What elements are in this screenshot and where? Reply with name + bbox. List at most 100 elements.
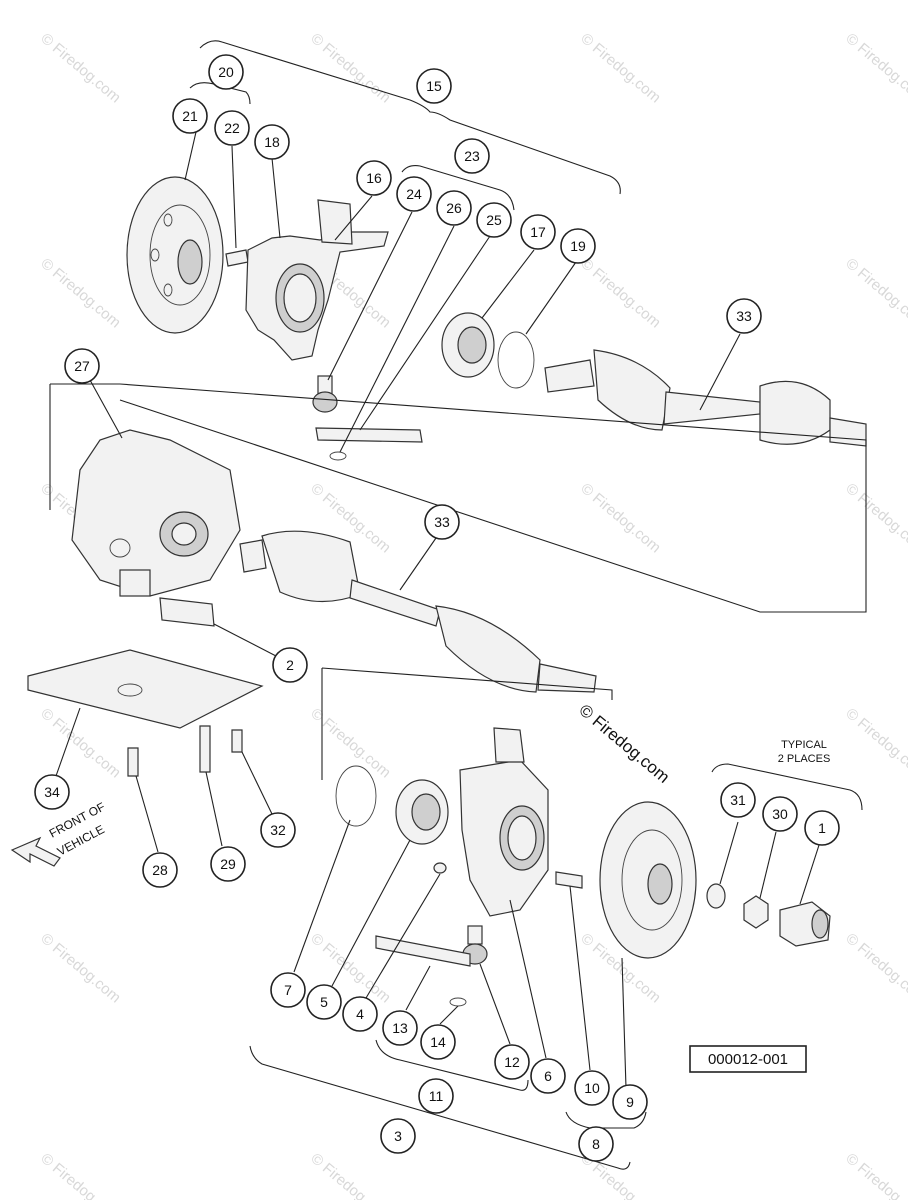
bolt-28 bbox=[127, 747, 139, 777]
svg-text:20: 20 bbox=[218, 64, 234, 80]
watermark: © Firedog.com bbox=[842, 255, 908, 331]
skid-plate bbox=[27, 649, 264, 729]
figure-id-box bbox=[689, 1045, 807, 1073]
snap-ring-upper bbox=[497, 331, 535, 389]
callout-20: 20 bbox=[208, 54, 244, 90]
callout-2: 2 bbox=[272, 647, 308, 683]
center-watermark: © Firedog.com bbox=[575, 701, 673, 787]
svg-text:18: 18 bbox=[264, 134, 280, 150]
mount-block bbox=[159, 597, 215, 627]
callout-21: 21 bbox=[172, 98, 208, 134]
callout-12: 12 bbox=[494, 1044, 530, 1080]
callout-23: 23 bbox=[454, 138, 490, 174]
callout-18: 18 bbox=[254, 124, 290, 160]
callout-14: 14 bbox=[420, 1024, 456, 1060]
callout-26: 26 bbox=[436, 190, 472, 226]
watermark: © Firedog.com bbox=[37, 30, 123, 106]
callout-16: 16 bbox=[356, 160, 392, 196]
callout-34: 34 bbox=[34, 774, 70, 810]
steering-knuckle-upper bbox=[245, 199, 389, 361]
typical-note-line2: 2 PLACES bbox=[778, 753, 831, 765]
svg-text:28: 28 bbox=[152, 862, 168, 878]
callout-33-lower: 33 bbox=[424, 504, 460, 540]
watermark: © Firedog.com bbox=[37, 255, 123, 331]
brace-15 bbox=[199, 40, 621, 195]
callout-8: 8 bbox=[578, 1126, 614, 1162]
callout-27: 27 bbox=[64, 348, 100, 384]
transaxle bbox=[71, 429, 241, 597]
alignment-box-upper bbox=[49, 383, 867, 613]
svg-text:8: 8 bbox=[592, 1136, 600, 1152]
svg-text:10: 10 bbox=[584, 1080, 600, 1096]
svg-text:22: 22 bbox=[224, 120, 240, 136]
figure-id: 000012-001 bbox=[708, 1051, 788, 1068]
watermark: © Firedog.com bbox=[842, 1150, 908, 1200]
leader-lines bbox=[55, 131, 821, 1089]
callout-17: 17 bbox=[520, 214, 556, 250]
front-of-vehicle-arrow: FRONT OF VEHICLE bbox=[10, 800, 107, 867]
steering-knuckle-lower bbox=[459, 727, 549, 917]
watermark: © Firedog.com bbox=[842, 30, 908, 106]
ball-joint-upper bbox=[312, 375, 338, 413]
dust-cap bbox=[779, 901, 831, 947]
callout-30: 30 bbox=[762, 796, 798, 832]
callout-33-upper: 33 bbox=[726, 298, 762, 334]
watermark: © Firedog.com bbox=[307, 1150, 393, 1200]
bolt-32 bbox=[231, 729, 243, 753]
callout-11: 11 bbox=[418, 1078, 454, 1114]
svg-text:29: 29 bbox=[220, 856, 236, 872]
callout-29: 29 bbox=[210, 846, 246, 882]
callout-22: 22 bbox=[214, 110, 250, 146]
svg-text:4: 4 bbox=[356, 1006, 364, 1022]
callout-7: 7 bbox=[270, 972, 306, 1008]
callout-28: 28 bbox=[142, 852, 178, 888]
svg-text:34: 34 bbox=[44, 784, 60, 800]
svg-text:32: 32 bbox=[270, 822, 286, 838]
watermark: © Firedog.com bbox=[842, 930, 908, 1006]
retaining-ring-upper bbox=[329, 451, 347, 461]
drive-axle-upper bbox=[544, 349, 867, 447]
callout-24: 24 bbox=[396, 176, 432, 212]
svg-text:3: 3 bbox=[394, 1128, 402, 1144]
watermark: © Firedog.com bbox=[577, 30, 663, 106]
drive-axle-lower bbox=[239, 530, 597, 693]
svg-text:2: 2 bbox=[286, 657, 294, 673]
nut-lower bbox=[433, 862, 447, 874]
callout-3: 3 bbox=[380, 1118, 416, 1154]
bearing-upper bbox=[441, 312, 495, 378]
callout-6: 6 bbox=[530, 1058, 566, 1094]
watermark: © Firedog.com bbox=[307, 705, 393, 781]
callout-32: 32 bbox=[260, 812, 296, 848]
watermark: © Firedog.com bbox=[307, 30, 393, 106]
snap-ring-lower bbox=[335, 765, 377, 827]
watermark: © Firedog.com bbox=[842, 705, 908, 781]
svg-text:14: 14 bbox=[430, 1034, 446, 1050]
svg-text:23: 23 bbox=[464, 148, 480, 164]
callout-1: 1 bbox=[804, 810, 840, 846]
watermark: © Firedog.com bbox=[577, 255, 663, 331]
svg-text:16: 16 bbox=[366, 170, 382, 186]
watermark: © Firedog.com bbox=[577, 480, 663, 556]
svg-text:15: 15 bbox=[426, 78, 442, 94]
retaining-ring-lower bbox=[449, 997, 467, 1007]
brake-rotor-upper bbox=[126, 176, 224, 334]
watermark: © Firedog.com bbox=[37, 1150, 123, 1200]
callout-13: 13 bbox=[382, 1010, 418, 1046]
hub-nut bbox=[743, 895, 769, 929]
svg-text:26: 26 bbox=[446, 200, 462, 216]
svg-text:25: 25 bbox=[486, 212, 502, 228]
watermark: © Firedog.com bbox=[842, 480, 908, 556]
brace-8 bbox=[565, 1111, 647, 1129]
brace-23 bbox=[401, 165, 515, 211]
callout-31: 31 bbox=[720, 782, 756, 818]
brake-rotor-lower bbox=[599, 801, 697, 959]
svg-text:24: 24 bbox=[406, 186, 422, 202]
plate-hole bbox=[117, 683, 143, 697]
callout-4: 4 bbox=[342, 996, 378, 1032]
brace-typical bbox=[711, 763, 863, 811]
svg-text:1: 1 bbox=[818, 820, 826, 836]
wheel-stud-upper bbox=[225, 249, 249, 267]
callout-10: 10 bbox=[574, 1070, 610, 1106]
svg-text:11: 11 bbox=[429, 1088, 444, 1104]
